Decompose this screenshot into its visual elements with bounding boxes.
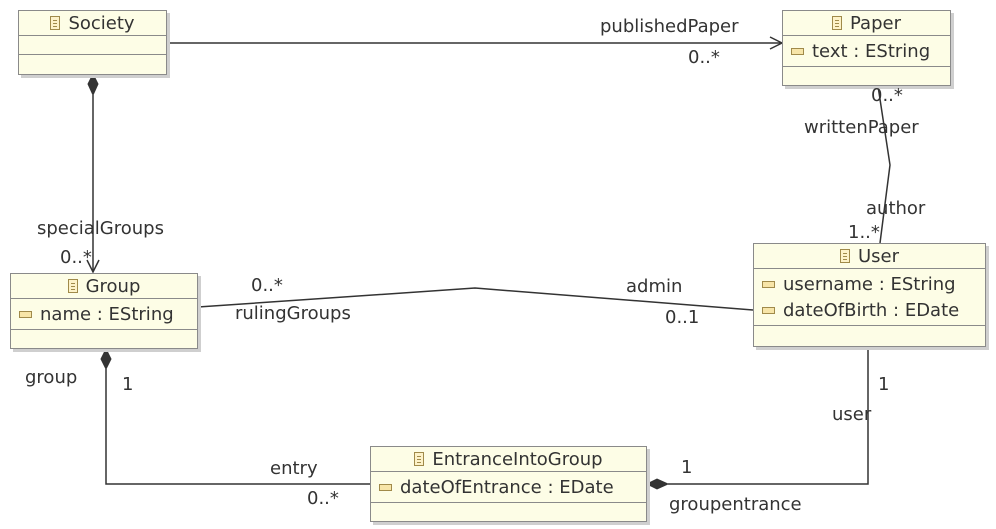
role-label-written-paper: writtenPaper — [804, 117, 919, 138]
multiplicity-group: 1 — [122, 374, 134, 395]
role-label-special-groups: specialGroups — [37, 218, 164, 239]
attribute-text: username : EString — [783, 273, 956, 295]
multiplicity-published-paper: 0..* — [688, 47, 720, 68]
class-paper-name: Paper — [850, 12, 901, 34]
class-society-header[interactable]: Society — [19, 11, 166, 36]
multiplicity-user: 1 — [878, 374, 890, 395]
class-paper[interactable]: Paper text : EString — [782, 10, 951, 86]
multiplicity-author: 1..* — [848, 222, 880, 243]
group-entry-composition-diamond — [100, 347, 112, 371]
class-entrance-into-group-operations — [371, 503, 646, 517]
class-user-header[interactable]: User — [754, 244, 985, 269]
attribute-row[interactable]: dateOfBirth : EDate — [762, 297, 985, 323]
role-label-published-paper: publishedPaper — [600, 16, 739, 37]
class-paper-header[interactable]: Paper — [783, 11, 950, 36]
eclass-icon — [50, 16, 61, 30]
class-user-operations — [754, 326, 985, 340]
class-society-attributes — [19, 36, 166, 55]
attribute-row[interactable]: text : EString — [791, 38, 950, 64]
class-paper-attributes: text : EString — [783, 36, 950, 67]
class-group-operations — [11, 330, 197, 344]
special-groups-arrowhead — [86, 259, 100, 274]
class-group-header[interactable]: Group — [11, 274, 197, 299]
class-group-attributes: name : EString — [11, 299, 197, 330]
multiplicity-admin: 0..1 — [665, 307, 700, 328]
class-entrance-into-group-attributes: dateOfEntrance : EDate — [371, 472, 646, 503]
role-label-groupentrance: groupentrance — [669, 494, 802, 515]
class-user[interactable]: User username : EString dateOfBirth : ED… — [753, 243, 986, 347]
multiplicity-ruling-groups: 0..* — [251, 275, 283, 296]
role-label-entry: entry — [270, 458, 318, 479]
eattribute-icon — [762, 306, 775, 314]
class-society[interactable]: Society — [18, 10, 167, 75]
class-entrance-into-group-name: EntranceIntoGroup — [432, 448, 603, 470]
written-paper-author-reference[interactable] — [877, 85, 891, 244]
attribute-text: text : EString — [812, 40, 931, 62]
attribute-text: dateOfBirth : EDate — [783, 299, 960, 321]
multiplicity-special-groups: 0..* — [60, 247, 92, 268]
eattribute-icon — [762, 280, 775, 288]
attribute-text: dateOfEntrance : EDate — [400, 476, 614, 498]
role-label-author: author — [866, 198, 926, 219]
class-entrance-into-group-header[interactable]: EntranceIntoGroup — [371, 447, 646, 472]
role-label-admin: admin — [626, 276, 683, 297]
class-group[interactable]: Group name : EString — [10, 273, 198, 349]
ruling-groups-admin-reference[interactable] — [197, 287, 754, 311]
class-user-name: User — [857, 245, 900, 267]
attribute-row[interactable]: name : EString — [19, 301, 197, 327]
role-label-user: user — [832, 404, 872, 425]
class-society-name: Society — [68, 12, 135, 34]
class-group-name: Group — [85, 275, 141, 297]
user-groupentrance-composition-diamond — [645, 478, 670, 490]
special-groups-composition-diamond — [87, 72, 99, 97]
eclass-icon — [839, 249, 850, 263]
eattribute-icon — [19, 310, 32, 318]
multiplicity-written-paper: 0..* — [871, 85, 903, 106]
eattribute-icon — [791, 47, 804, 55]
multiplicity-entry: 0..* — [307, 488, 339, 509]
eclass-icon — [414, 452, 425, 466]
attribute-row[interactable]: dateOfEntrance : EDate — [379, 474, 646, 500]
attribute-text: name : EString — [40, 303, 174, 325]
eclass-icon — [67, 279, 78, 293]
class-user-attributes: username : EString dateOfBirth : EDate — [754, 269, 985, 326]
group-entry-reference[interactable] — [105, 369, 370, 485]
role-label-ruling-groups: rulingGroups — [235, 303, 351, 324]
multiplicity-groupentrance: 1 — [681, 457, 693, 478]
eclass-icon — [832, 16, 842, 30]
attribute-row[interactable]: username : EString — [762, 271, 985, 297]
role-label-group: group — [25, 367, 78, 388]
class-entrance-into-group[interactable]: EntranceIntoGroup dateOfEntrance : EDate — [370, 446, 647, 522]
class-paper-operations — [783, 67, 950, 81]
user-groupentrance-reference[interactable] — [668, 347, 869, 485]
eattribute-icon — [379, 483, 392, 491]
